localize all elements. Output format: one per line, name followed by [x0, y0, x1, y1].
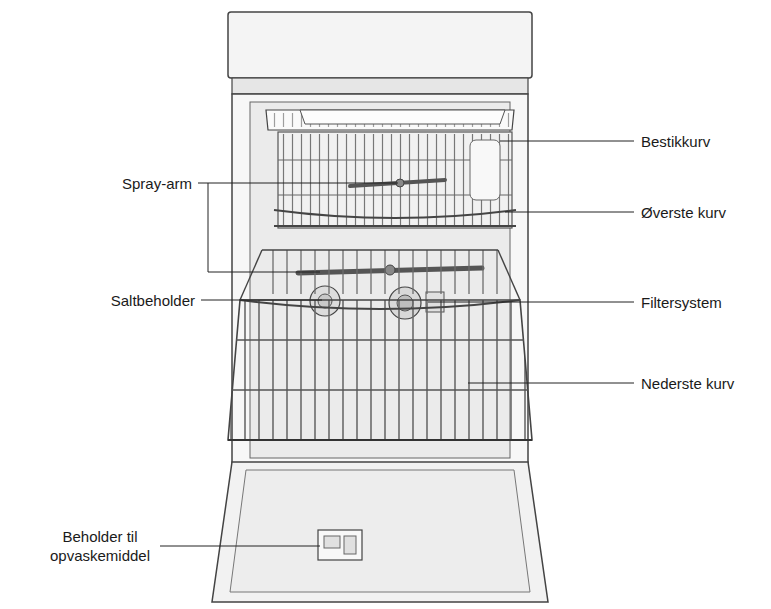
part-label: Spray-arm	[122, 174, 192, 193]
illustration-rect	[228, 12, 532, 78]
illustration-rect	[470, 140, 500, 200]
illustration-g	[160, 141, 634, 546]
illustration-polygon	[230, 470, 530, 592]
illustration-line	[498, 250, 520, 300]
part-label: Nederste kurv	[641, 374, 734, 393]
illustration-line	[232, 389, 528, 390]
illustration-rect	[280, 134, 510, 226]
illustration-path	[266, 110, 514, 130]
part-label: Beholder til opvaskemiddel	[40, 527, 160, 565]
illustration-line	[201, 300, 322, 301]
part-label: Saltbeholder	[111, 291, 195, 310]
illustration-rect	[232, 78, 528, 94]
illustration-rect	[324, 536, 340, 548]
illustration-rect	[344, 536, 356, 554]
illustration-rect	[318, 530, 362, 560]
part-label: Filtersystem	[641, 293, 722, 312]
illustration-path	[240, 300, 520, 309]
illustration-polygon	[212, 462, 548, 602]
illustration-path	[300, 110, 505, 124]
part-label: Bestikkurv	[641, 132, 710, 151]
illustration-line	[262, 249, 498, 251]
illustration-line	[468, 383, 634, 384]
illustration-path	[274, 210, 516, 218]
illustration-line	[428, 302, 634, 303]
illustration-polyline	[208, 183, 320, 272]
illustration-line	[240, 250, 262, 300]
illustration-line	[228, 439, 532, 441]
part-label: Øverste kurv	[641, 203, 726, 222]
illustration-line	[500, 141, 634, 142]
illustration-polygon	[228, 300, 532, 440]
illustration-line	[160, 546, 320, 547]
illustration-line	[198, 183, 398, 184]
illustration-line	[505, 212, 634, 213]
illustration-line	[236, 339, 524, 340]
illustration-path	[274, 225, 516, 227]
